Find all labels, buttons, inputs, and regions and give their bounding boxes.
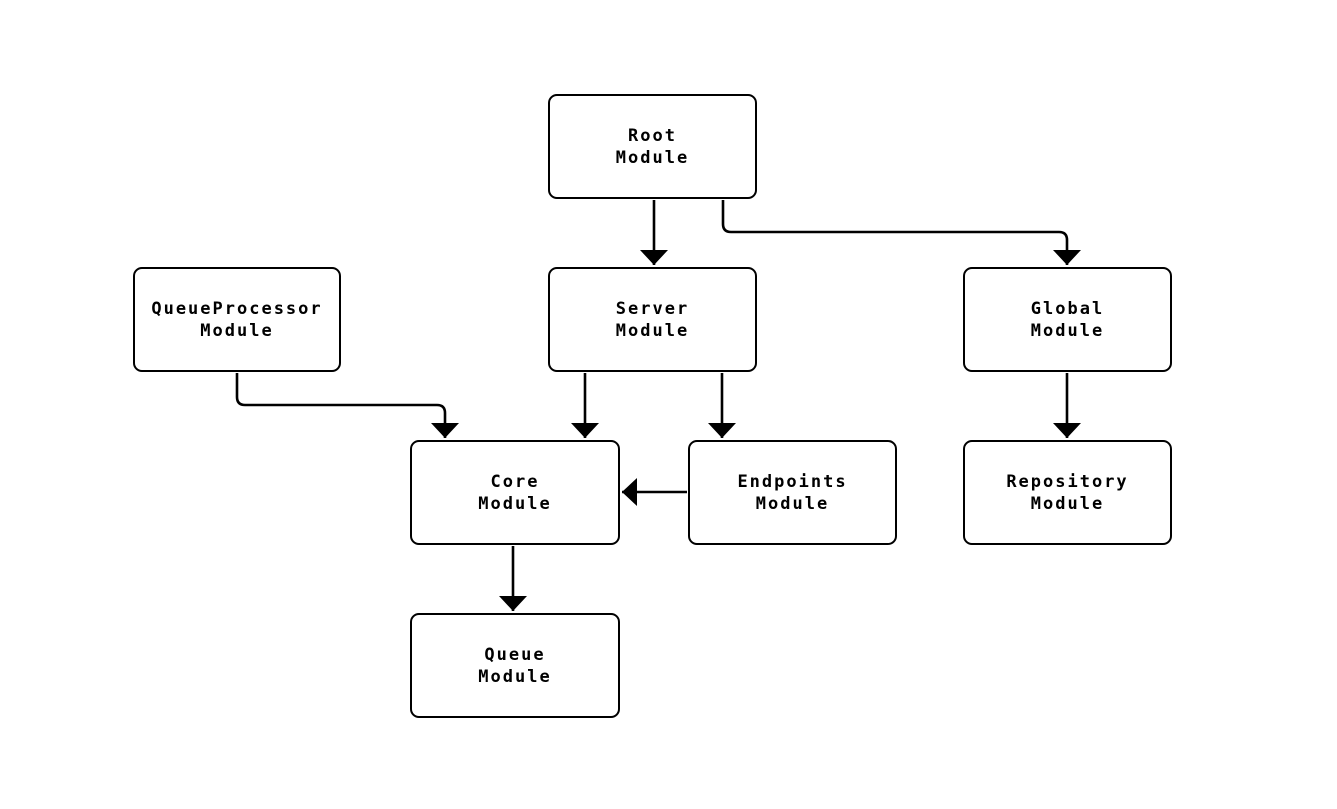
node-server-module: Server Module [548,267,757,372]
node-queue-module: Queue Module [410,613,620,718]
node-queueprocessor-module: QueueProcessor Module [133,267,341,372]
node-global-module: Global Module [963,267,1172,372]
edge-queueprocessor-to-core [235,373,459,438]
node-repository-module: Repository Module [963,440,1172,545]
node-core-module: Core Module [410,440,620,545]
node-endpoints-module: Endpoints Module [688,440,897,545]
node-root-module: Root Module [548,94,757,199]
edge-root-to-global [721,200,1081,265]
